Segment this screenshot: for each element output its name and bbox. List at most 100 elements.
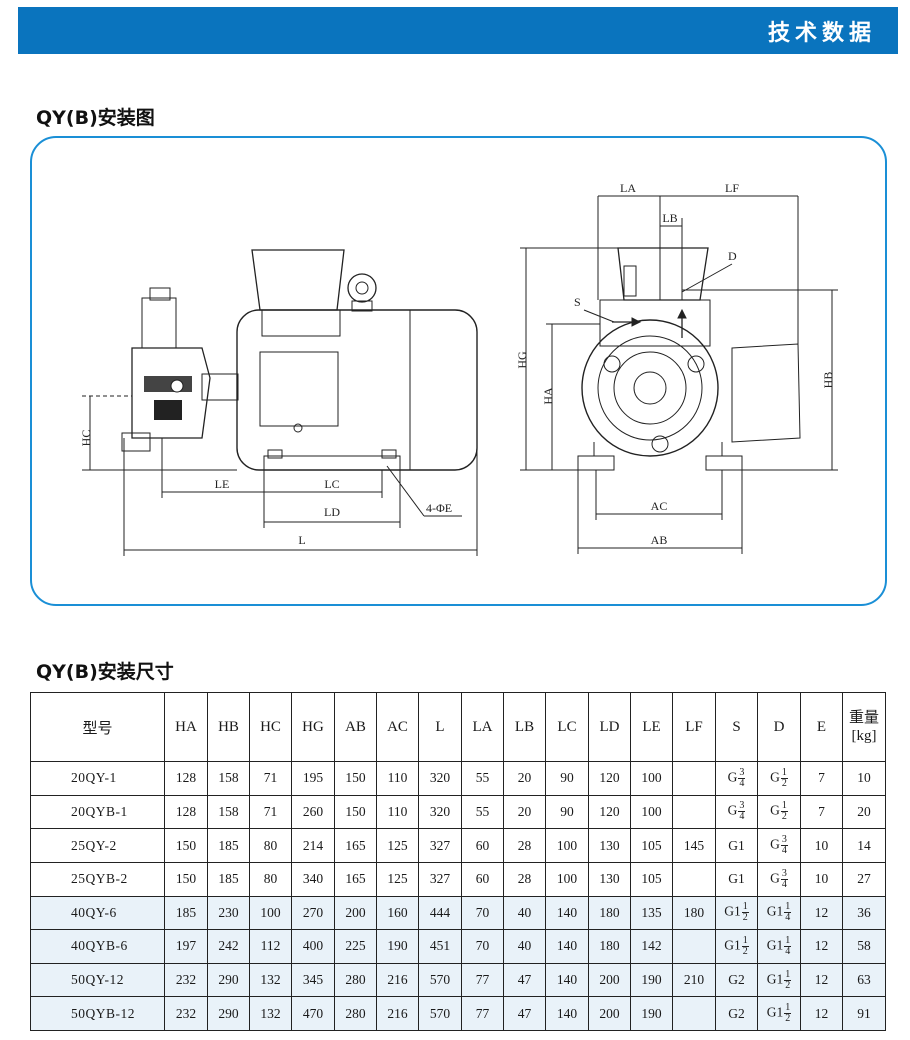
cell-la: 55 [461, 794, 504, 830]
header-weight-unit: [kg] [851, 728, 877, 744]
foot-right [381, 449, 397, 459]
cell-weight: 58 [842, 929, 886, 964]
front-pump-shaft [633, 371, 667, 405]
cell-hc: 80 [249, 828, 292, 863]
cell-ld: 130 [588, 861, 631, 897]
cell-ab: 225 [334, 929, 377, 964]
cell-hc: 71 [249, 794, 292, 830]
label-ld: LD [324, 505, 340, 519]
header-hb: HB [207, 692, 250, 762]
front-pump-inner [613, 351, 687, 425]
front-motor-tail [731, 343, 801, 443]
cell-ac: 110 [376, 794, 419, 830]
drawing-section-title: QY(B)安装图 [36, 107, 155, 129]
header-lf: LF [672, 692, 716, 762]
cell-hc: 100 [249, 895, 292, 931]
motor-plate [259, 351, 339, 427]
front-bolt-3 [651, 435, 669, 453]
cell-hg: 400 [291, 929, 335, 964]
table-header-row: 型号 HA HB HC HG AB AC L LA LB LC LD LE LF… [30, 692, 886, 762]
table-section-title: QY(B)安装尺寸 [36, 661, 174, 683]
cell-hc: 132 [249, 996, 292, 1031]
header-la: LA [461, 692, 504, 762]
cell-ha: 150 [164, 861, 208, 897]
header-ha: HA [164, 692, 208, 762]
fraction-denominator: 2 [781, 811, 787, 823]
label-ac: AC [651, 499, 668, 513]
cell-s: G2 [715, 996, 758, 1031]
cell-e: 10 [800, 828, 843, 863]
thread-size: G1 [766, 903, 784, 919]
cell-ha: 128 [164, 761, 208, 796]
cell-lb: 28 [503, 861, 546, 897]
cell-le: 190 [630, 962, 673, 998]
thread-size: G1 [728, 837, 745, 853]
label-l: L [298, 533, 305, 547]
lifting-eye [347, 273, 377, 303]
cell-lc: 90 [545, 761, 589, 796]
cell-hg: 260 [291, 794, 335, 830]
cell-l: 320 [418, 794, 462, 830]
header-ac: AC [376, 692, 419, 762]
cell-model: 50QYB-12 [30, 996, 165, 1031]
foot-left [267, 449, 283, 459]
cell-e: 12 [800, 996, 843, 1031]
label-hb: HB [821, 372, 835, 389]
header-title: 技术数据 [767, 21, 876, 46]
cell-s: G2 [715, 962, 758, 998]
fraction-numerator: 1 [741, 934, 749, 947]
cell-model: 25QYB-2 [30, 861, 165, 897]
cell-hb: 185 [207, 828, 250, 863]
label-hg: HG [515, 351, 529, 369]
cell-model: 40QYB-6 [30, 929, 165, 964]
cell-hb: 230 [207, 895, 250, 931]
header-model: 型号 [30, 692, 165, 762]
cell-l: 327 [418, 861, 462, 897]
cell-weight: 20 [842, 794, 886, 830]
thread-size: G1 [766, 937, 784, 953]
cell-le: 190 [630, 996, 673, 1031]
header-hc: HC [249, 692, 292, 762]
cell-e: 7 [800, 794, 843, 830]
cell-le: 105 [630, 828, 673, 863]
cell-lc: 100 [545, 828, 589, 863]
thread-size: G1 [766, 1004, 784, 1020]
front-bolt-1 [603, 355, 621, 373]
thread-size: G1 [724, 903, 741, 919]
cell-l: 327 [418, 828, 462, 863]
cell-lf [672, 929, 716, 964]
cell-hg: 345 [291, 962, 335, 998]
thread-size: G [770, 769, 780, 785]
cell-le: 142 [630, 929, 673, 964]
fraction-denominator: 4 [781, 845, 787, 857]
pump-shaft-end [170, 379, 184, 393]
fraction-denominator: 2 [785, 1013, 791, 1025]
fraction-numerator: 3 [780, 867, 788, 880]
cell-ac: 125 [376, 828, 419, 863]
cell-e: 7 [800, 761, 843, 796]
fraction-numerator: 1 [784, 934, 792, 947]
dim-s-leader [583, 309, 615, 323]
fraction-numerator: 1 [780, 766, 788, 779]
thread-size: G2 [728, 1005, 745, 1021]
fraction-numerator: 1 [784, 901, 792, 914]
lifting-eye-hole [355, 281, 369, 295]
cell-ld: 200 [588, 962, 631, 998]
label-le: LE [215, 477, 230, 491]
